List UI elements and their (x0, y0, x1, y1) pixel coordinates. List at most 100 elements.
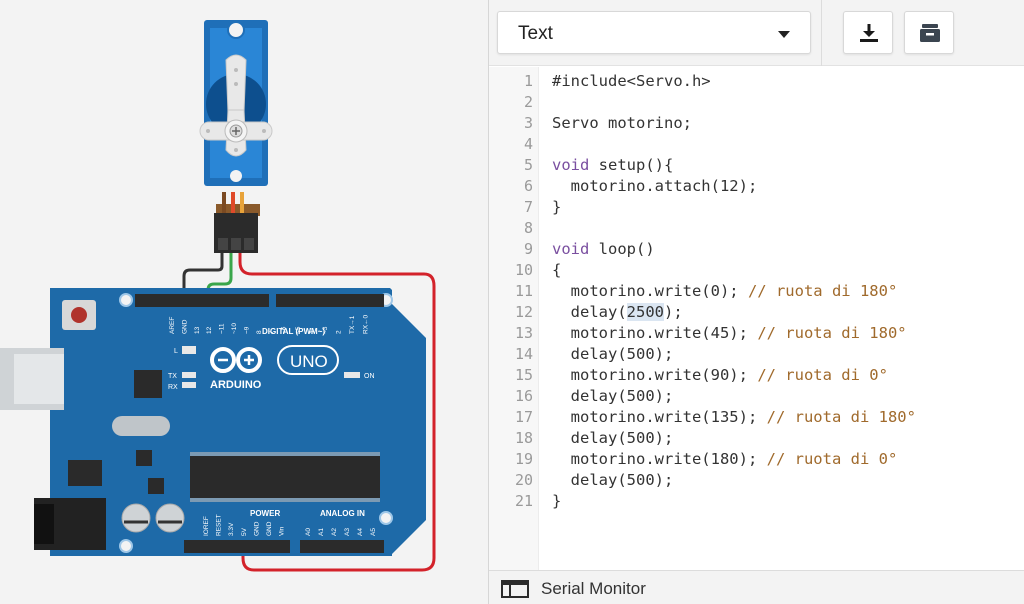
pin-label: A2 (331, 528, 338, 536)
code-line[interactable]: motorino.write(45); // ruota di 180° (552, 323, 907, 344)
pin-label: 8 (256, 330, 263, 334)
code-toolbar: Text (489, 0, 1024, 66)
line-number: 3 (523, 114, 533, 132)
code-token: motorino.write(90); (552, 366, 758, 384)
pin-label: 5V (241, 527, 248, 536)
servo-connector[interactable] (214, 213, 258, 253)
code-token: motorino.write(135); (552, 408, 767, 426)
code-line[interactable]: delay(500); (552, 344, 674, 365)
code-line[interactable]: motorino.write(90); // ruota di 0° (552, 365, 888, 386)
code-token: void (552, 156, 590, 174)
caret-down-icon (778, 31, 790, 38)
code-line[interactable]: { (552, 260, 561, 281)
code-line[interactable]: void setup(){ (552, 155, 673, 176)
pin-label: GND (266, 521, 273, 536)
code-line[interactable]: delay(500); (552, 386, 674, 407)
code-line[interactable]: delay(500); (552, 470, 674, 491)
code-token: delay(500); (552, 345, 674, 363)
pin-label: RX←0 (363, 314, 370, 334)
code-token: 2500 (626, 303, 664, 321)
code-token: // ruota di 0° (757, 366, 888, 384)
code-token: { (552, 261, 562, 279)
code-line[interactable]: } (552, 491, 561, 512)
line-number: 1 (523, 72, 533, 90)
line-number: 21 (514, 492, 533, 510)
pin-label: AREF (169, 317, 176, 334)
code-token: delay(500); (552, 429, 674, 447)
circuit-canvas[interactable]: ARDUINO UNO DIGITAL (PWM~) POWER ANALOG … (0, 0, 488, 604)
code-line[interactable]: motorino.write(0); // ruota di 180° (552, 281, 898, 302)
wires[interactable] (182, 252, 436, 572)
line-number: 15 (514, 366, 533, 384)
code-token: #include<Servo.h> (552, 72, 711, 90)
line-number: 5 (523, 156, 533, 174)
code-line[interactable]: Servo motorino; (552, 113, 692, 134)
line-number: 18 (514, 429, 533, 447)
pin-label: ~6 (281, 326, 288, 334)
pin-label: RESET (216, 514, 223, 536)
power-label: POWER (250, 509, 280, 518)
code-line[interactable]: motorino.attach(12); (552, 176, 758, 197)
line-number: 9 (523, 240, 533, 258)
code-token: // ruota di 180° (757, 324, 907, 342)
line-number: 7 (523, 198, 533, 216)
code-token: // ruota di 180° (747, 282, 898, 300)
board-brand-label: ARDUINO (210, 379, 262, 391)
code-line[interactable]: motorino.write(135); // ruota di 180° (552, 407, 916, 428)
pin-label: A3 (344, 528, 351, 536)
rx-led-label: RX (168, 384, 178, 391)
pin-label: 4 (309, 330, 316, 334)
pin-label: ~11 (219, 323, 226, 334)
board-model-label: UNO (290, 352, 328, 371)
code-line[interactable]: #include<Servo.h> (552, 71, 711, 92)
code-line[interactable]: delay(2500); (552, 302, 683, 323)
code-token: delay(500); (552, 387, 674, 405)
code-token: delay( (552, 303, 627, 321)
pin-label: ~3 (322, 326, 329, 334)
panel-divider[interactable] (488, 0, 489, 604)
serial-monitor-label: Serial Monitor (541, 579, 646, 598)
pin-label: GND (253, 521, 260, 536)
upload-icon (920, 24, 940, 42)
servo-motor[interactable] (199, 20, 273, 216)
editor-mode-dropdown[interactable]: Text (497, 11, 811, 54)
pin-label: A0 (305, 528, 312, 536)
line-number: 10 (514, 261, 533, 279)
pin-label: 3.3V (228, 522, 235, 536)
line-number: 11 (514, 282, 533, 300)
code-token: // ruota di 0° (766, 450, 898, 468)
code-token: void (552, 240, 590, 258)
pin-label: A4 (357, 528, 364, 536)
code-token: setup(){ (589, 156, 674, 174)
arduino-uno-board[interactable] (0, 288, 426, 556)
editor-mode-label: Text (518, 23, 553, 44)
pin-label: A5 (370, 528, 377, 536)
l-led-label: L (174, 348, 178, 355)
code-token: ); (663, 303, 683, 321)
pin-label: IOREF (203, 516, 210, 536)
tx-led-label: TX (168, 373, 177, 380)
digital-pwm-label: DIGITAL (PWM~) (262, 327, 325, 336)
line-number: 20 (514, 471, 533, 489)
serial-monitor-bar[interactable]: Serial Monitor (489, 570, 1024, 604)
download-button[interactable] (843, 11, 893, 54)
code-line[interactable]: motorino.write(180); // ruota di 0° (552, 449, 898, 470)
pin-label: TX→1 (349, 315, 356, 334)
line-number: 2 (523, 93, 533, 111)
code-token: } (552, 492, 562, 510)
pin-label: 13 (194, 326, 201, 334)
upload-button[interactable] (904, 11, 954, 54)
code-line[interactable]: delay(500); (552, 428, 674, 449)
code-line[interactable]: } (552, 197, 561, 218)
code-token: motorino.write(0); (552, 282, 748, 300)
pin-label: 7 (268, 330, 275, 334)
line-number: 13 (514, 324, 533, 342)
line-number: 12 (514, 303, 533, 321)
code-line[interactable]: void loop() (552, 239, 655, 260)
analog-in-label: ANALOG IN (320, 509, 365, 518)
pin-label: GND (181, 319, 188, 334)
serial-monitor-icon (501, 580, 529, 598)
